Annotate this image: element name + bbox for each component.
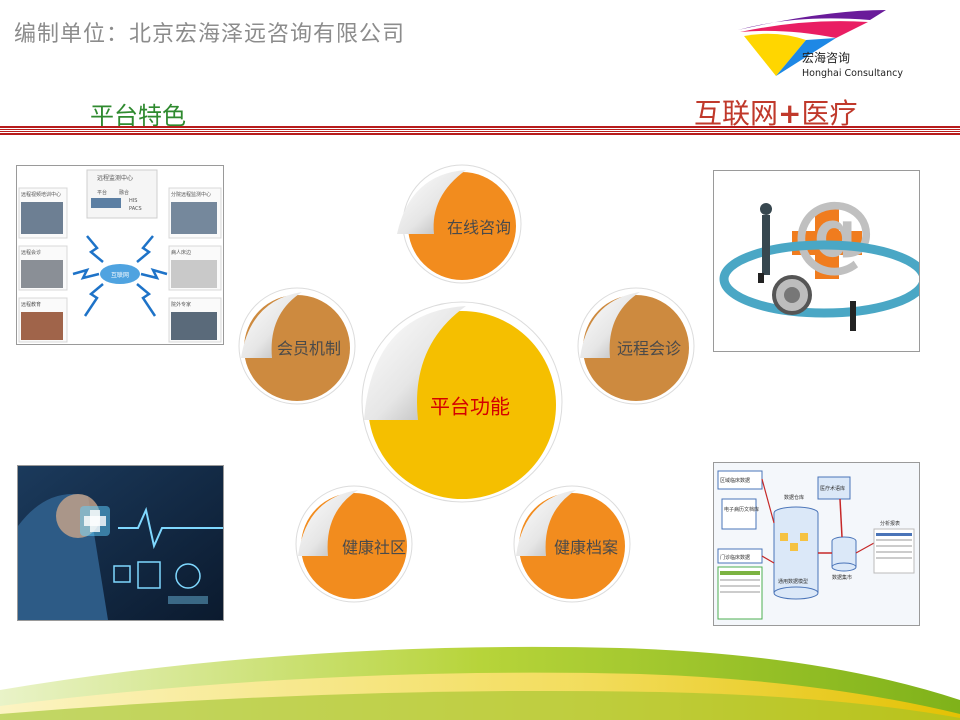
- node-online-consult[interactable]: [397, 164, 522, 284]
- svg-text:互联网: 互联网: [111, 271, 129, 279]
- header-divider: [0, 126, 960, 135]
- logo-swoosh-yellow: [744, 33, 806, 76]
- svg-text:PACS: PACS: [129, 206, 142, 212]
- data-warehouse-diagram-image: 区域临床数据 电子病历文档库 门诊临床数据 数据仓库 通用数据模型 医疗术语库 …: [713, 462, 920, 626]
- svg-text:医疗术语库: 医疗术语库: [820, 485, 845, 492]
- svg-text:电子病历文档库: 电子病历文档库: [724, 506, 759, 513]
- header-slogan: 互联网+医疗: [694, 92, 858, 132]
- stethoscope-internet-image: @: [713, 170, 920, 352]
- logo-name-en: Honghai Consultancy: [802, 68, 903, 79]
- node-label-platform-functions: 平台功能: [430, 394, 510, 419]
- logo-swoosh-pink: [740, 21, 868, 38]
- node-membership[interactable]: [238, 287, 356, 405]
- svg-text:区域临床数据: 区域临床数据: [720, 477, 750, 484]
- bottom-wave-decoration: [0, 646, 960, 720]
- node-platform-functions[interactable]: [361, 301, 563, 503]
- svg-text:病人床边: 病人床边: [171, 249, 191, 256]
- node-remote-consultation[interactable]: [577, 287, 695, 405]
- node-label-health-records: 健康档案: [553, 538, 619, 557]
- node-label-membership: 会员机制: [276, 339, 342, 358]
- svg-text:通用数据模型: 通用数据模型: [778, 578, 808, 585]
- node-label-remote-consultation: 远程会诊: [616, 339, 682, 358]
- company-logo: 宏海咨询 Honghai Consultancy: [738, 10, 903, 79]
- logo-name-cn: 宏海咨询: [802, 50, 850, 65]
- svg-text:远程教育: 远程教育: [21, 301, 41, 308]
- svg-text:院外专家: 院外专家: [171, 301, 191, 308]
- telemedicine-network-image: 远程监测中心 平台 融合 HIS PACS 远程视频培训中心 远程会诊 远程教育…: [16, 165, 224, 345]
- doctor-digital-health-image: [17, 465, 224, 621]
- svg-text:远程会诊: 远程会诊: [21, 249, 41, 256]
- slogan-tail: 医疗: [801, 97, 858, 130]
- node-label-health-community: 健康社区: [341, 538, 407, 557]
- svg-text:HIS: HIS: [129, 198, 137, 204]
- svg-text:分院远程监测中心: 分院远程监测中心: [171, 191, 211, 198]
- svg-text:数据仓库: 数据仓库: [784, 494, 804, 501]
- section-title: 平台特色: [90, 102, 186, 130]
- svg-text:数据集市: 数据集市: [832, 574, 852, 581]
- logo-swoosh-purple: [738, 10, 886, 30]
- slogan-plus: +: [778, 97, 802, 130]
- svg-text:平台: 平台: [97, 189, 107, 196]
- svg-text:门诊临床数据: 门诊临床数据: [720, 554, 750, 561]
- svg-text:远程视频培训中心: 远程视频培训中心: [21, 191, 61, 198]
- slogan-main: 互联网: [694, 97, 779, 130]
- logo-swoosh-blue: [776, 38, 836, 76]
- at-sign-icon: @: [792, 183, 876, 281]
- svg-text:远程监测中心: 远程监测中心: [97, 174, 133, 182]
- org-line: 编制单位：北京宏海泽远咨询有限公司: [14, 22, 406, 47]
- svg-text:融合: 融合: [119, 189, 129, 196]
- svg-text:分析报表: 分析报表: [880, 520, 900, 527]
- node-label-online-consult: 在线咨询: [446, 218, 512, 237]
- node-health-records[interactable]: [513, 485, 631, 603]
- node-health-community[interactable]: [295, 485, 413, 603]
